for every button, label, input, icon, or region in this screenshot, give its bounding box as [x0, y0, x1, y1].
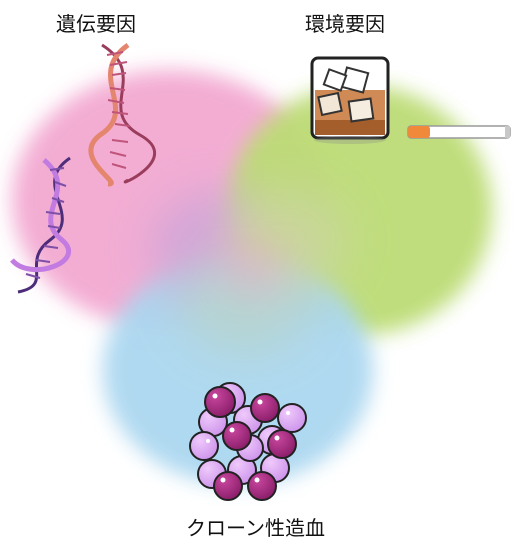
- cigarette-icon: [407, 125, 511, 139]
- whisky-glass-icon: [310, 56, 390, 144]
- dna-icon: [88, 42, 157, 187]
- overlap-region: [150, 185, 350, 355]
- genetic-factor-label: 遺伝要因: [56, 12, 136, 36]
- environmental-factor-label: 環境要因: [305, 12, 385, 36]
- blood-cells-icon: [189, 382, 307, 501]
- dna-icon: [10, 156, 72, 294]
- clonal-hematopoiesis-label: クローン性造血: [186, 516, 325, 540]
